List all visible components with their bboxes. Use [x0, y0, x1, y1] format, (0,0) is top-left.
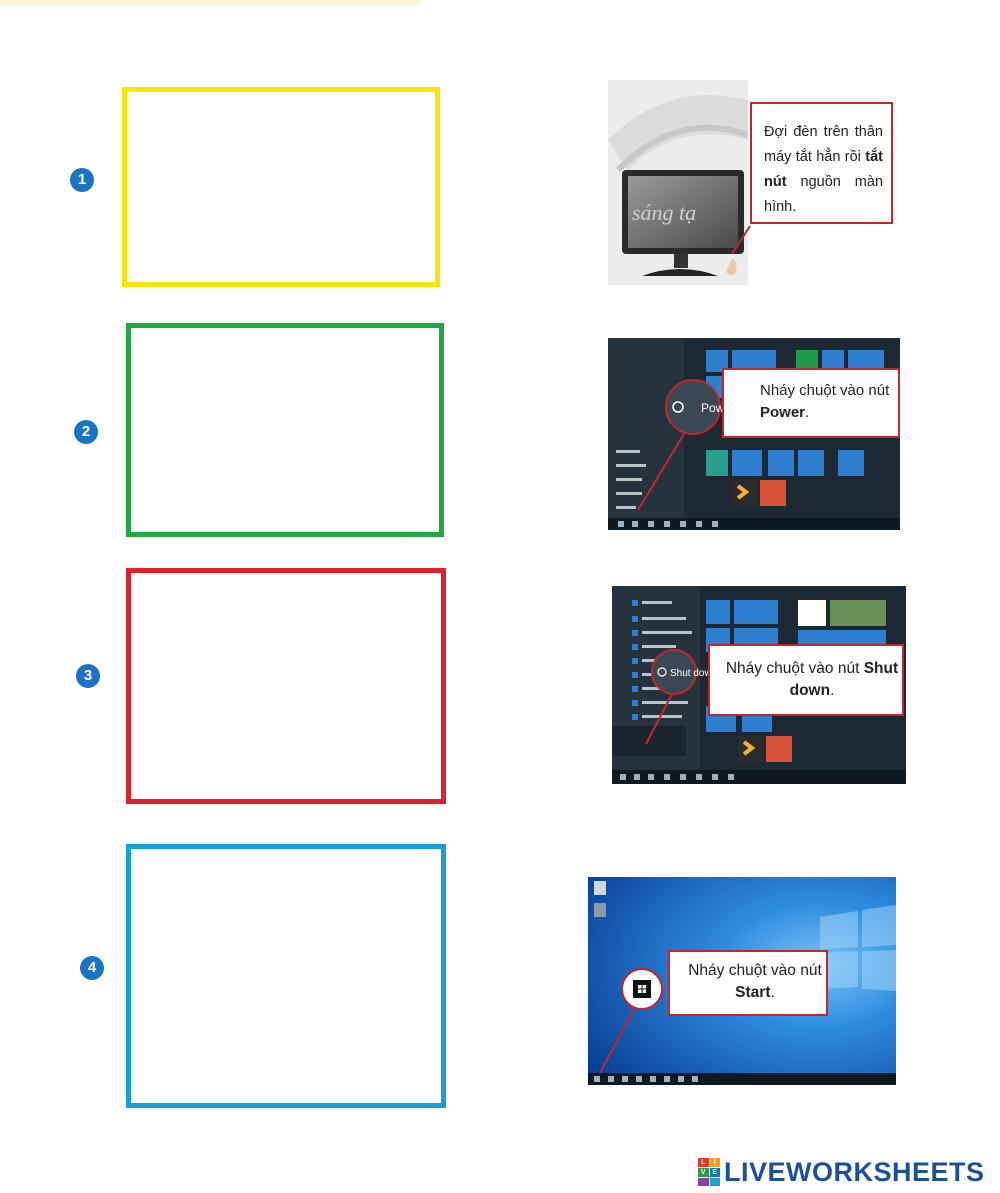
power-callout-bold: Power: [760, 404, 806, 421]
shutdown-callout-suffix: .: [830, 682, 835, 699]
logo-letter: V: [698, 1168, 709, 1177]
logo-letter: [698, 1178, 709, 1186]
start-callout-suffix: .: [770, 984, 775, 1001]
monitor-callout-after: nguồn màn hình.: [764, 174, 884, 215]
shutdown-callout-text: Nháy chuột vào nút: [725, 660, 860, 677]
monitor-callout-bold: tắt nút: [764, 149, 883, 190]
monitor-callout: Đợi đèn trên thân máy tắt hẳn rồi tắt nú…: [750, 102, 893, 224]
shutdown-callout: Nháy chuột vào nút Shut down.: [708, 644, 904, 716]
logo-letter: E: [709, 1168, 720, 1177]
monitor-pointer-arrow: [731, 225, 751, 255]
step-badge-4: 4: [80, 956, 104, 980]
step-badge-1: 1: [70, 168, 94, 192]
top-decoration-line: [0, 0, 420, 5]
logo-letter: I: [709, 1158, 720, 1167]
logo-mark-icon: L I V E: [698, 1158, 720, 1186]
start-callout-text: Nháy chuột vào nút: [688, 962, 822, 979]
monitor-illustration: sáng tạ: [608, 80, 748, 285]
logo-letter: [709, 1178, 720, 1186]
power-callout-text: Nháy chuột vào nút: [760, 382, 890, 399]
answer-drop-box-3[interactable]: [126, 568, 446, 804]
step-badge-3: 3: [76, 664, 100, 688]
watermark-text: sáng tạ: [632, 200, 696, 225]
shutdown-callout-bold: Shut down: [789, 660, 899, 699]
answer-drop-box-2[interactable]: [126, 323, 444, 537]
step-badge-2: 2: [74, 420, 98, 444]
answer-drop-box-1[interactable]: [122, 87, 440, 287]
shutdown-button-label: Shut down: [670, 668, 717, 679]
monitor-callout-text: Đợi đèn trên thân máy tắt hẳn rồi: [764, 124, 883, 165]
answer-drop-box-4[interactable]: [126, 844, 446, 1108]
start-callout-bold: Start: [735, 984, 771, 1001]
logo-letter: L: [698, 1158, 709, 1167]
start-callout: Nháy chuột vào nút Start.: [668, 950, 828, 1016]
logo-text: LIVEWORKSHEETS: [724, 1156, 985, 1187]
power-callout: Nháy chuột vào nút Power.: [722, 368, 900, 438]
liveworksheets-logo: L I V E LIVEWORKSHEETS: [698, 1156, 985, 1188]
power-callout-suffix: .: [805, 404, 810, 421]
